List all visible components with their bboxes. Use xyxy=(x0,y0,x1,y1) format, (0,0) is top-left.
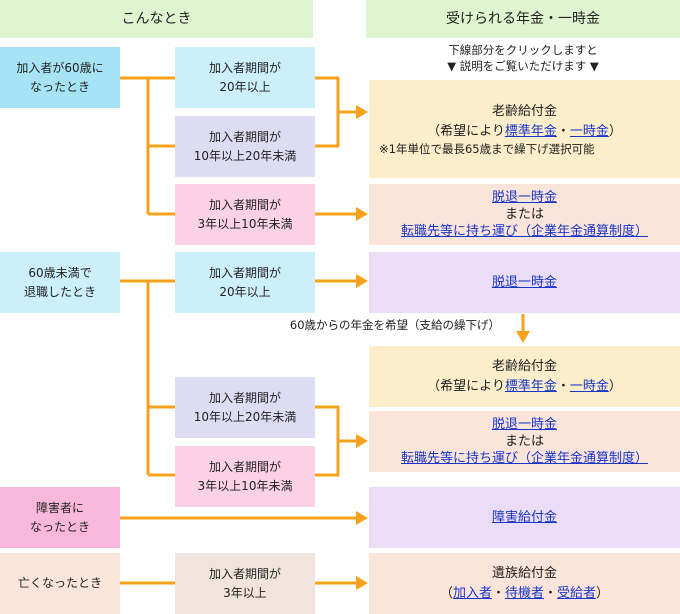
withdrawal-lump-sum-link[interactable]: 脱退一時金 xyxy=(491,417,557,432)
period-3-to-10: 加入者期間が 3年以上10年未満 xyxy=(175,184,315,245)
waiting-member-link[interactable]: 待機者 xyxy=(504,585,544,601)
condition-age-60: 加入者が60歳に なったとき xyxy=(0,47,120,108)
survivor-benefit-title: 遺族給付金 xyxy=(491,565,557,581)
click-instructions: 下線部分をクリックしますと ▼ 説明をご覧いただけます ▼ xyxy=(447,43,599,73)
condition-disability: 障害者に なったとき xyxy=(0,487,120,548)
period-3-to-10-retired: 加入者期間が 3年以上10年未満 xyxy=(175,446,315,507)
withdrawal-box: 脱退一時金 xyxy=(369,252,680,313)
beneficiary-link[interactable]: 受給者 xyxy=(557,585,597,601)
withdrawal-or-transfer-box-retired: 脱退一時金 または 転職先等に持ち運び（企業年金通算制度） xyxy=(369,411,680,472)
period-20-plus-retired: 加入者期間が 20年以上 xyxy=(175,252,315,313)
period-10-to-20: 加入者期間が 10年以上20年未満 xyxy=(175,116,315,177)
old-age-benefit-box: 老齢給付金 （希望により標準年金・一時金） xyxy=(369,80,680,178)
condition-death: 亡くなったとき xyxy=(0,553,120,614)
old-age-benefit-title: 老齢給付金 xyxy=(491,104,557,119)
condition-retired-under-60: 60歳未満で 退職したとき xyxy=(0,252,120,313)
old-age-benefit-title: 老齢給付金 xyxy=(491,358,557,374)
old-age-benefit-box-deferred: 老齢給付金 （希望により標準年金・一時金） xyxy=(369,346,680,407)
portability-link[interactable]: 転職先等に持ち運び（企業年金通算制度） xyxy=(400,224,648,239)
period-20-plus: 加入者期間が 20年以上 xyxy=(175,47,315,108)
lump-sum-link[interactable]: 一時金 xyxy=(569,378,609,394)
header-benefits: 受けられる年金・一時金 xyxy=(366,0,680,38)
lump-sum-link[interactable]: 一時金 xyxy=(569,124,609,139)
benefit-choice: （希望により標準年金・一時金） xyxy=(427,378,622,394)
standard-pension-link[interactable]: 標準年金 xyxy=(504,124,557,139)
survivor-benefit-box: 遺族給付金 （加入者・待機者・受給者） xyxy=(369,553,680,614)
disability-benefit-box: 障害給付金 xyxy=(369,487,680,548)
member-link[interactable]: 加入者 xyxy=(452,585,492,601)
disability-benefit-link[interactable]: 障害給付金 xyxy=(491,509,557,525)
withdrawal-or-transfer-box: 脱退一時金 または 転職先等に持ち運び（企業年金通算制度） xyxy=(369,184,680,245)
period-10-to-20-retired: 加入者期間が 10年以上20年未満 xyxy=(175,377,315,438)
deferral-note: ※1年単位で最長65歳まで繰下げ選択可能 xyxy=(379,142,595,156)
benefit-choice: （希望により標準年金・一時金） xyxy=(427,124,622,139)
survivor-targets: （加入者・待機者・受給者） xyxy=(439,585,610,601)
header-conditions: こんなとき xyxy=(0,0,313,38)
standard-pension-link[interactable]: 標準年金 xyxy=(504,378,557,394)
deferral-caption: 60歳からの年金を希望（支給の繰下げ） xyxy=(289,318,501,332)
portability-link[interactable]: 転職先等に持ち運び（企業年金通算制度） xyxy=(400,451,648,466)
withdrawal-lump-sum-link[interactable]: 脱退一時金 xyxy=(491,274,557,290)
period-3-plus: 加入者期間が 3年以上 xyxy=(175,553,315,614)
withdrawal-lump-sum-link[interactable]: 脱退一時金 xyxy=(491,190,557,205)
